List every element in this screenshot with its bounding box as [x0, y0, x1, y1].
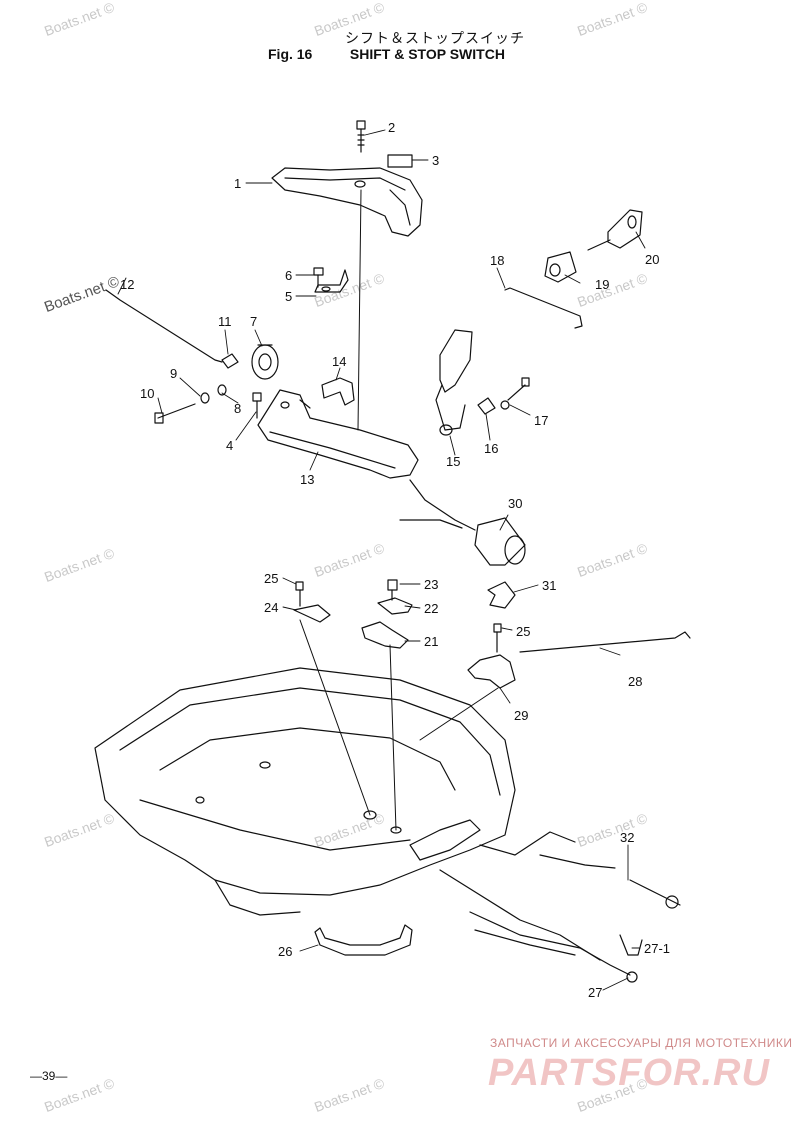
part-switch-20: [587, 209, 643, 251]
callout-4: 4: [226, 438, 233, 453]
callout-25: 25: [264, 571, 278, 586]
part-switch-7: [251, 344, 279, 380]
part-bottom-cowling: [94, 667, 516, 916]
banner-subtitle: ЗАПЧАСТИ И АКСЕССУАРЫ ДЛЯ МОТОТЕХНИКИ: [490, 1036, 793, 1050]
callout-27: 27: [588, 985, 602, 1000]
part-label-3: [387, 154, 413, 168]
callout-9: 9: [170, 366, 177, 381]
part-harness-27: [439, 869, 643, 983]
callout-8: 8: [234, 401, 241, 416]
callout-10: 10: [140, 386, 154, 401]
callout-1: 1: [234, 176, 241, 191]
part-bushing-16: [477, 397, 496, 415]
callout-15: 15: [446, 454, 460, 469]
callout-11: 11: [218, 314, 232, 329]
callout-19: 19: [595, 277, 609, 292]
callout-31: 31: [542, 578, 556, 593]
callout-30: 30: [508, 496, 522, 511]
callout-7: 7: [250, 314, 257, 329]
callout-29: 29: [514, 708, 528, 723]
part-band-26: [314, 924, 413, 956]
part-cover-plate: [271, 167, 423, 237]
callout-21: 21: [424, 634, 438, 649]
part-cable-28: [519, 631, 691, 653]
part-bolt-2: [356, 120, 366, 153]
callout-12: 12: [120, 277, 134, 292]
part-bracket-24: [293, 581, 331, 623]
part-rod-18: [504, 287, 583, 329]
callout-25b: 25: [516, 624, 530, 639]
callout-22: 22: [424, 601, 438, 616]
page-number: —39—: [30, 1069, 68, 1083]
callout-6: 6: [285, 268, 292, 283]
callout-23: 23: [424, 577, 438, 592]
figure-title-english: SHIFT & STOP SWITCH: [349, 46, 505, 62]
part-rod-12: [105, 289, 223, 363]
callout-13: 13: [300, 472, 314, 487]
callout-18: 18: [490, 253, 504, 268]
part-clip-11: [221, 353, 239, 369]
callout-leaders: [117, 129, 646, 991]
callout-20: 20: [645, 252, 659, 267]
callout-5: 5: [285, 289, 292, 304]
part-lever-15: [435, 329, 473, 436]
part-19: [544, 251, 577, 283]
part-bracket-29: [467, 623, 516, 689]
part-bolt-4: [252, 392, 262, 419]
part-washers: [154, 384, 227, 424]
part-bracket-22: [377, 579, 413, 615]
callout-27-1: 27-1: [644, 941, 670, 956]
callout-labels: 1 2 3 4 5 6 7 8 9 10 11 12 13 14 15 16 1…: [120, 120, 670, 1000]
callout-16: 16: [484, 441, 498, 456]
part-bracket-21: [361, 621, 409, 649]
callout-28: 28: [628, 674, 642, 689]
callout-26: 26: [278, 944, 292, 959]
part-bracket-14: [321, 377, 355, 406]
part-bolt-6: [313, 267, 324, 288]
part-base-13: [257, 389, 419, 479]
callout-14: 14: [332, 354, 346, 369]
banner-logo: PARTSFOR.RU: [488, 1052, 770, 1094]
title-japanese: シフト＆ストップスイッチ: [345, 30, 525, 46]
part-switch-30: [399, 479, 526, 566]
callout-32: 32: [620, 830, 634, 845]
part-bolt-17: [500, 377, 530, 410]
callout-3: 3: [432, 153, 439, 168]
callout-17: 17: [534, 413, 548, 428]
figure-title: Fig. 16 SHIFT & STOP SWITCH: [268, 46, 505, 62]
part-bracket-5: [314, 269, 349, 293]
callout-24: 24: [264, 600, 278, 615]
figure-number: Fig. 16: [268, 46, 313, 62]
callout-2: 2: [388, 120, 395, 135]
part-wire-32: [479, 831, 681, 909]
part-clip-31: [487, 581, 516, 609]
